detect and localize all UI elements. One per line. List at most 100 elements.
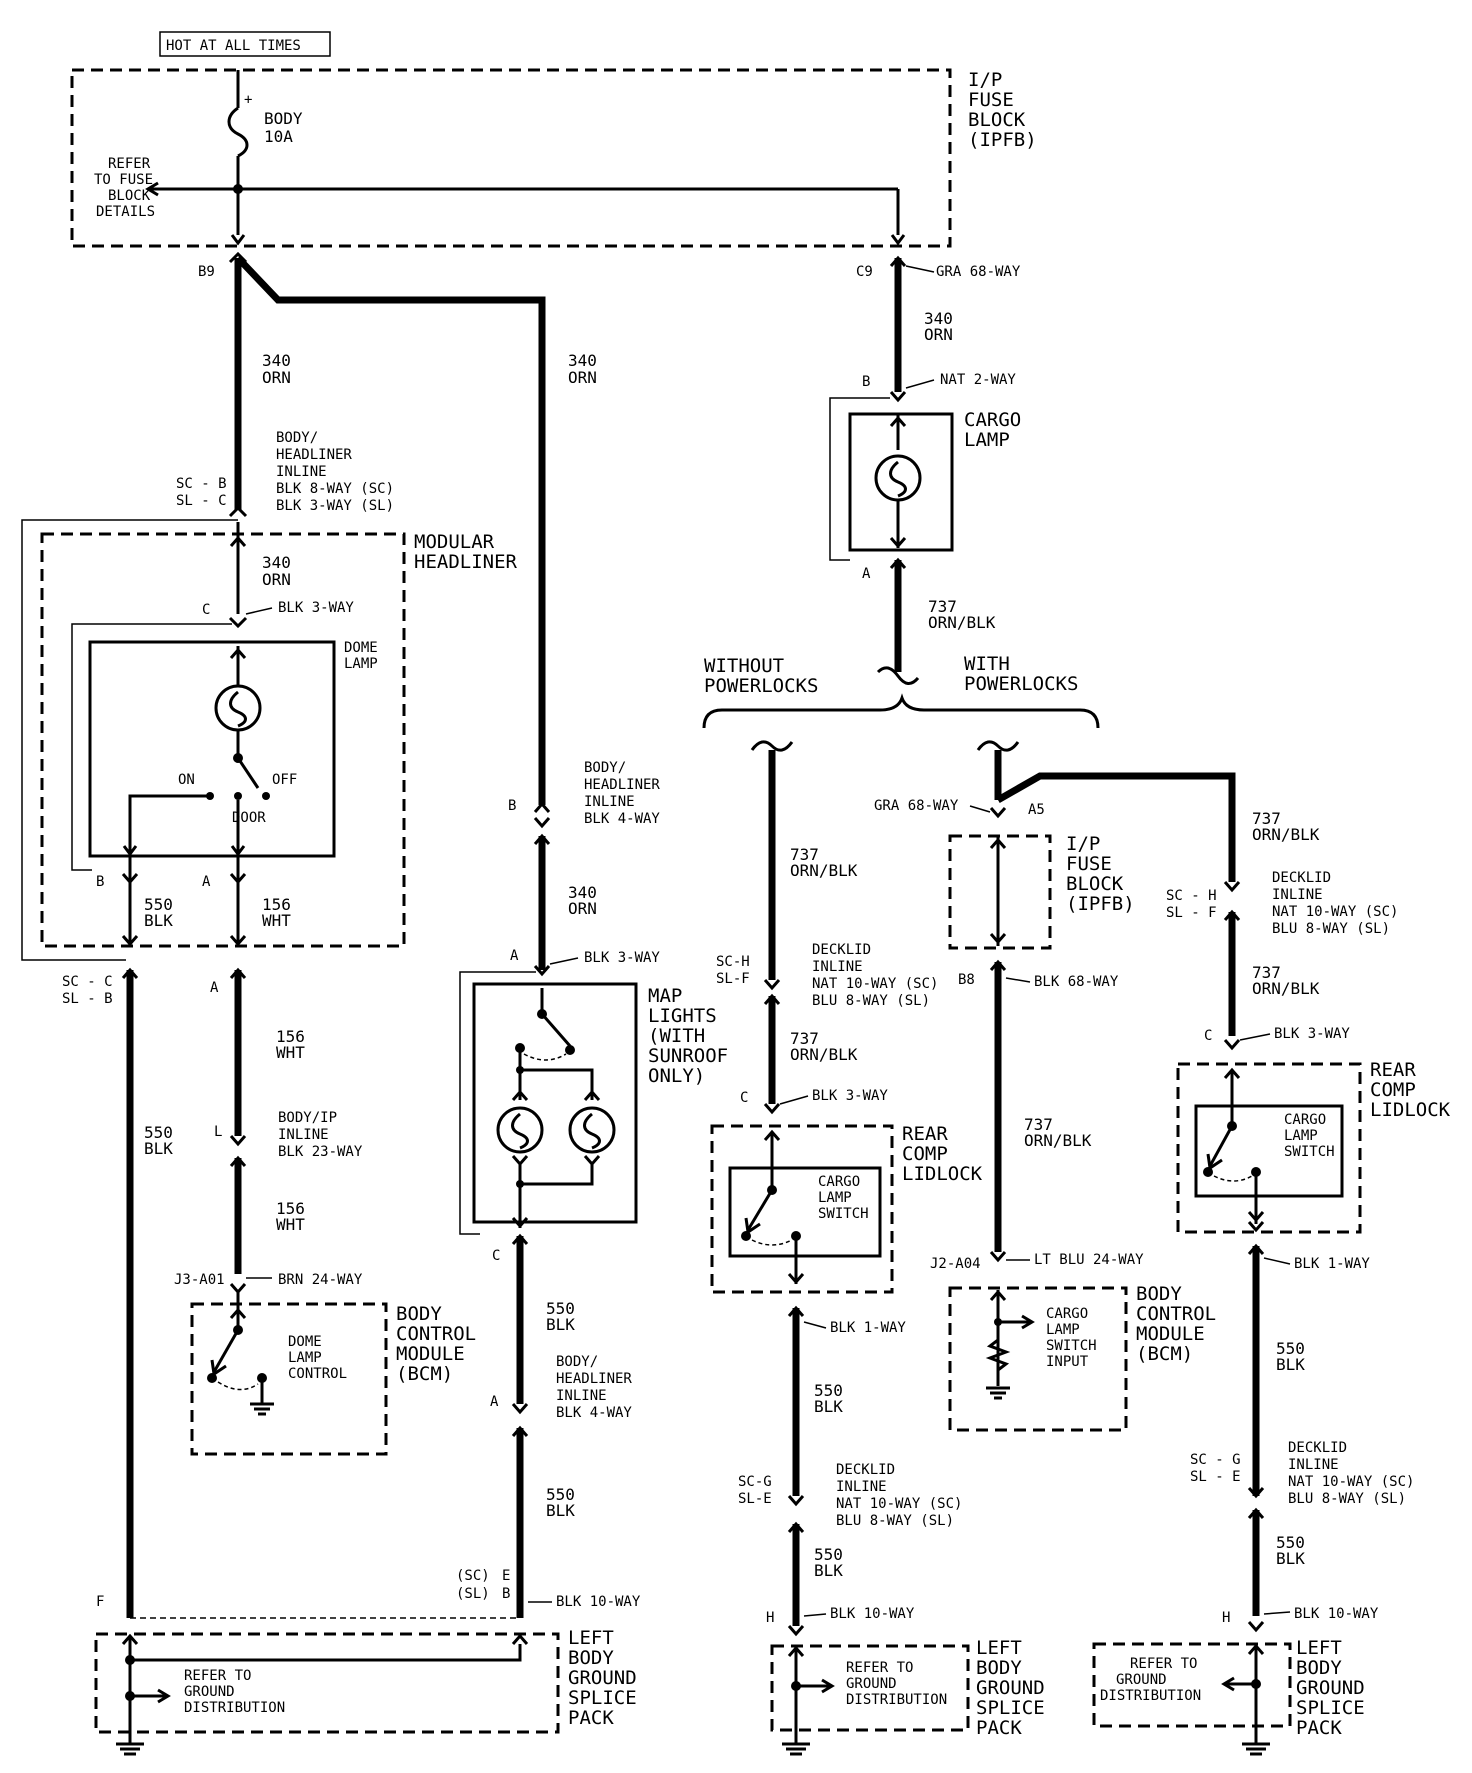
bcm-control-label: DOME (288, 1334, 322, 1350)
pin-label: J2-A04 (930, 1256, 981, 1272)
splice-pack-title: BODY (1296, 1657, 1342, 1679)
splice-icon (876, 666, 920, 685)
fuse-block-label: I/P (1066, 833, 1100, 855)
connector-label: BLK 3-WAY (584, 950, 660, 966)
cargo-switch-icon (1208, 1125, 1234, 1167)
splice-pack-title: GROUND (976, 1677, 1045, 1699)
splice-pack-title: SPLICE (1296, 1697, 1365, 1719)
fuse-label: BODY (264, 109, 303, 128)
bcm-title: (BCM) (396, 1363, 453, 1385)
dome-lamp-control-switch-icon (212, 1329, 240, 1373)
wire-label: ORN (568, 368, 597, 387)
wire-label: 737 (1252, 963, 1281, 982)
pin-label: C9 (856, 264, 873, 280)
splice-pack-title: LEFT (1296, 1637, 1342, 1659)
wire-label: BLK (1276, 1549, 1305, 1568)
map-bulb-icon (496, 1106, 544, 1154)
wire-label: ORN/BLK (790, 1045, 858, 1064)
splice-pack-title: GROUND (568, 1667, 637, 1689)
splice-pack-title: SPLICE (976, 1697, 1045, 1719)
refer-ground-label: GROUND (184, 1684, 235, 1700)
fuse-block-label: (IPFB) (968, 129, 1037, 151)
pin-label: A (202, 874, 211, 890)
dome-lamp-label: LAMP (344, 656, 378, 672)
refer-ground-label: DISTRIBUTION (184, 1700, 285, 1716)
fuse-block-label: FUSE (968, 89, 1014, 111)
option-label: WITH (964, 653, 1010, 675)
pin-label: L (214, 1124, 222, 1140)
pin-label: (SC) (456, 1568, 490, 1584)
fuse-block-label: (IPFB) (1066, 893, 1135, 915)
wire-label: 550 (144, 1123, 173, 1142)
bcm-control-label: LAMP (288, 1350, 322, 1366)
wire-label: 340 (568, 883, 597, 902)
pin-label: A5 (1028, 802, 1045, 818)
wire-label: 156 (276, 1027, 305, 1046)
cargo-switch-icon (746, 1189, 774, 1231)
inline-label: INLINE (1288, 1457, 1339, 1473)
inline-label: BODY/ (276, 430, 318, 446)
pin-label: SC - H (1166, 888, 1217, 904)
wire-label: 550 (1276, 1533, 1305, 1552)
inline-label: HEADLINER (556, 1371, 632, 1387)
rear-comp-title: LIDLOCK (902, 1163, 983, 1185)
bcm-control-label: CONTROL (288, 1366, 347, 1382)
wire-label: BLK (144, 1139, 173, 1158)
map-lights-title: SUNROOF (648, 1045, 728, 1067)
wire-label: WHT (262, 911, 291, 930)
fuse-block-label: FUSE (1066, 853, 1112, 875)
pin-label: E (502, 1568, 510, 1584)
bcm-title: (BCM) (1136, 1343, 1193, 1365)
rear-comp-title: COMP (1370, 1079, 1416, 1101)
map-bulb-icon (568, 1106, 616, 1154)
wire-label: ORN (262, 570, 291, 589)
inline-label: INLINE (556, 1388, 607, 1404)
inline-label: NAT 10-WAY (SC) (812, 976, 938, 992)
fuse-block-label: I/P (968, 69, 1002, 91)
bcm-title: CONTROL (396, 1323, 476, 1345)
wire-label: 156 (262, 895, 291, 914)
inline-label: DECKLID (1272, 870, 1331, 886)
map-lights-box (472, 982, 638, 1224)
wire-label: ORN (262, 368, 291, 387)
rear-comp-title: REAR (902, 1123, 948, 1145)
rear-comp-title: COMP (902, 1143, 948, 1165)
bcm-box-mid (948, 1286, 1128, 1432)
dome-lamp-box (88, 640, 336, 858)
rear-comp-lidlock-right (1176, 1062, 1362, 1234)
option-brace (702, 693, 1100, 729)
resistor-icon (985, 1338, 1011, 1372)
option-label: POWERLOCKS (964, 673, 1078, 695)
ground-splice-pack-mid (770, 1644, 970, 1732)
hot-at-all-times-label: HOT AT ALL TIMES (166, 38, 301, 54)
hot-at-all-times-box (159, 31, 331, 57)
dome-lamp-label: DOME (344, 640, 378, 656)
cargo-lamp-title: LAMP (964, 429, 1010, 451)
pin-label: A (210, 980, 219, 996)
refer-ground-label: DISTRIBUTION (846, 1692, 947, 1708)
inline-label: BLK 4-WAY (584, 811, 660, 827)
pin-label: J3-A01 (174, 1272, 225, 1288)
inline-label: HEADLINER (584, 777, 660, 793)
pin-label: SC-G (738, 1474, 772, 1490)
refer-ground-label: REFER TO (184, 1668, 251, 1684)
refer-ground-label: DISTRIBUTION (1100, 1688, 1201, 1704)
wire-label: BLK (814, 1397, 843, 1416)
connector-label: BLK 3-WAY (278, 600, 354, 616)
connector-label: BLK 10-WAY (556, 1594, 641, 1610)
arrow-icon (145, 181, 159, 197)
connector-label: BLK 3-WAY (812, 1088, 888, 1104)
splice-pack-title: BODY (976, 1657, 1022, 1679)
refer-label: REFER (108, 156, 151, 172)
pin-label: SC-H (716, 954, 750, 970)
bcm-title: MODULE (396, 1343, 465, 1365)
map-lights-title: LIGHTS (648, 1005, 717, 1027)
inline-label: BLU 8-WAY (SL) (812, 993, 930, 1009)
splice-pack-title: PACK (568, 1707, 614, 1729)
inline-label: BLU 8-WAY (SL) (1288, 1491, 1406, 1507)
wire-label: 550 (814, 1545, 843, 1564)
pin-label: H (766, 1610, 774, 1626)
wire-label: 550 (546, 1299, 575, 1318)
pin-label: (SL) (456, 1586, 490, 1602)
pin-label: C (202, 602, 210, 618)
